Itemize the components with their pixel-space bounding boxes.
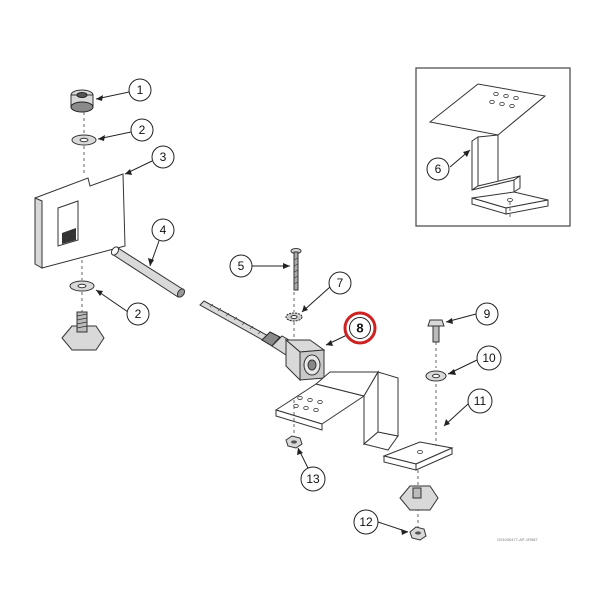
callout-10: 10 [476, 345, 502, 371]
svg-text:2: 2 [139, 123, 146, 137]
callout-8-highlighted: 8 [343, 311, 377, 345]
svg-text:3: 3 [160, 150, 167, 164]
svg-text:13: 13 [306, 472, 320, 486]
svg-text:10: 10 [482, 351, 496, 365]
svg-text:12: 12 [359, 515, 373, 529]
svg-text:7: 7 [337, 276, 344, 290]
part-lock-washer-7 [285, 312, 303, 322]
part-nut-12 [409, 526, 427, 541]
svg-text:4: 4 [160, 223, 167, 237]
svg-text:5: 5 [238, 259, 245, 273]
callout-13: 13 [300, 466, 326, 492]
part-threaded-rod [199, 300, 273, 344]
callout-2-lower: 2 [126, 302, 150, 326]
callout-6: 6 [426, 157, 450, 181]
part-stud-left [61, 311, 105, 351]
callout-5: 5 [229, 254, 253, 278]
part-bracket-11 [274, 370, 454, 471]
callout-3: 3 [151, 145, 175, 169]
callout-9: 9 [475, 302, 499, 326]
part-washer-2-lower [69, 280, 95, 292]
callout-12: 12 [353, 509, 379, 535]
leader-lines [95, 91, 478, 535]
part-slotted-plate-3 [34, 173, 126, 269]
svg-text:11: 11 [474, 394, 487, 408]
part-nut-1 [70, 89, 94, 113]
part-nut-13 [285, 435, 303, 449]
part-bolt-9 [427, 319, 445, 343]
callout-2-upper: 2 [130, 118, 154, 142]
part-spacer-4 [110, 246, 186, 298]
callout-11: 11 [467, 388, 493, 414]
callout-1: 1 [128, 78, 152, 102]
svg-text:6: 6 [435, 162, 442, 176]
inset-box [415, 67, 571, 227]
svg-text:2: 2 [135, 307, 142, 321]
svg-text:1: 1 [137, 83, 144, 97]
callout-4: 4 [151, 218, 175, 242]
part-washer-2-upper [71, 134, 97, 146]
reference-code: G01000477-AP-1R987 [497, 537, 538, 542]
callout-7: 7 [328, 271, 352, 295]
svg-text:8: 8 [356, 321, 363, 336]
part-washer-10 [425, 370, 447, 382]
part-stud-right [399, 485, 439, 511]
part-switch-body-8 [261, 331, 326, 382]
part-screw-5 [290, 248, 302, 291]
inset-bracket-drawing [428, 83, 549, 220]
svg-text:9: 9 [484, 307, 491, 321]
